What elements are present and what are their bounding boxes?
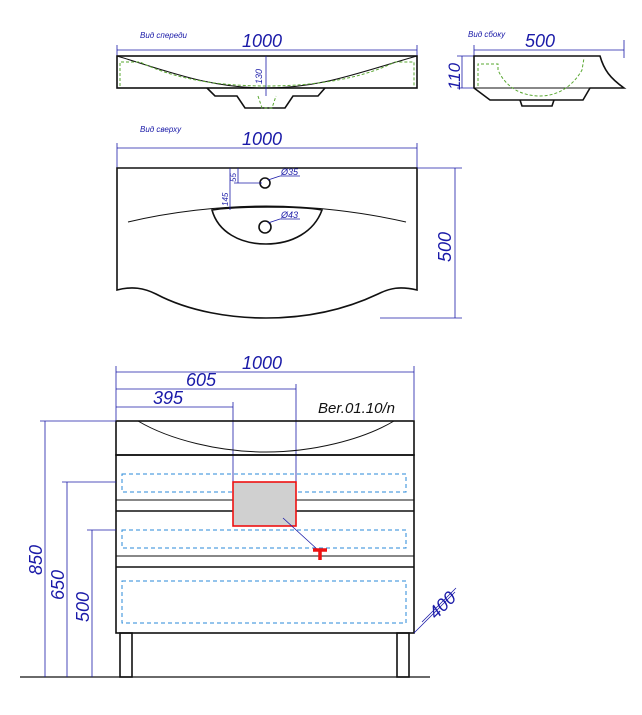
depth-400-ext <box>413 591 456 634</box>
cab-basin-curve <box>137 420 395 453</box>
cab-body <box>115 454 415 634</box>
front-hidden-inner <box>119 61 415 87</box>
front-width-label: 1000 <box>242 31 282 51</box>
top-basin-outline <box>116 167 418 319</box>
cab-service-zone <box>232 481 297 527</box>
side-basin-outline <box>473 55 627 101</box>
depth-400-dim-line <box>421 587 457 623</box>
side-drain <box>519 99 555 107</box>
top-width-label: 1000 <box>242 129 282 149</box>
side-hidden-inner <box>477 57 585 97</box>
side-view-label: Вид сбоку <box>468 30 506 39</box>
top-bowl <box>210 206 324 245</box>
cab-leg-right <box>396 632 410 678</box>
top-view-label: Вид сверху <box>140 125 182 134</box>
height-850-label: 850 <box>26 545 46 575</box>
front-drain-hidden <box>257 95 277 109</box>
front-inner-dim-label: 130 <box>254 69 264 84</box>
cab-605-label: 605 <box>186 370 217 390</box>
top-hole43-label: Ø43 <box>280 210 298 220</box>
height-650-label: 650 <box>48 570 68 600</box>
front-view: Вид спереди 1000 130 <box>116 31 418 109</box>
top-basin-rim-curve <box>127 205 407 223</box>
cab-width-label: 1000 <box>242 353 282 373</box>
height-500-label: 500 <box>73 592 93 622</box>
top-hole35-leader <box>267 175 281 181</box>
top-55-label: 55 <box>229 173 238 182</box>
cab-drawer-2 <box>121 529 407 549</box>
cab-basin <box>115 420 415 456</box>
cab-tee-icon <box>313 548 327 560</box>
model-code: Ber.01.10/n <box>318 400 395 417</box>
side-height-label: 110 <box>445 62 464 90</box>
cab-leg-left <box>119 632 133 678</box>
cabinet-view: 1000 605 395 Ber.01.10/n 850 <box>20 353 460 678</box>
side-view: Вид сбоку 500 110 <box>445 30 627 107</box>
front-view-label: Вид спереди <box>140 31 188 40</box>
front-basin-curve <box>116 55 418 89</box>
top-depth-label: 500 <box>435 232 455 262</box>
cab-drawer-3 <box>121 580 407 624</box>
top-145-label: 145 <box>221 192 230 206</box>
cab-service-leader <box>282 517 319 551</box>
top-hole43-leader <box>267 218 281 224</box>
top-view: Вид сверху 1000 500 55 145 Ø35 Ø43 <box>116 125 462 319</box>
front-basin-outline <box>116 55 418 89</box>
top-hole35-label: Ø35 <box>280 167 299 177</box>
top-drain-hole <box>258 220 272 234</box>
cab-395-label: 395 <box>153 388 184 408</box>
side-depth-label: 500 <box>525 31 555 51</box>
